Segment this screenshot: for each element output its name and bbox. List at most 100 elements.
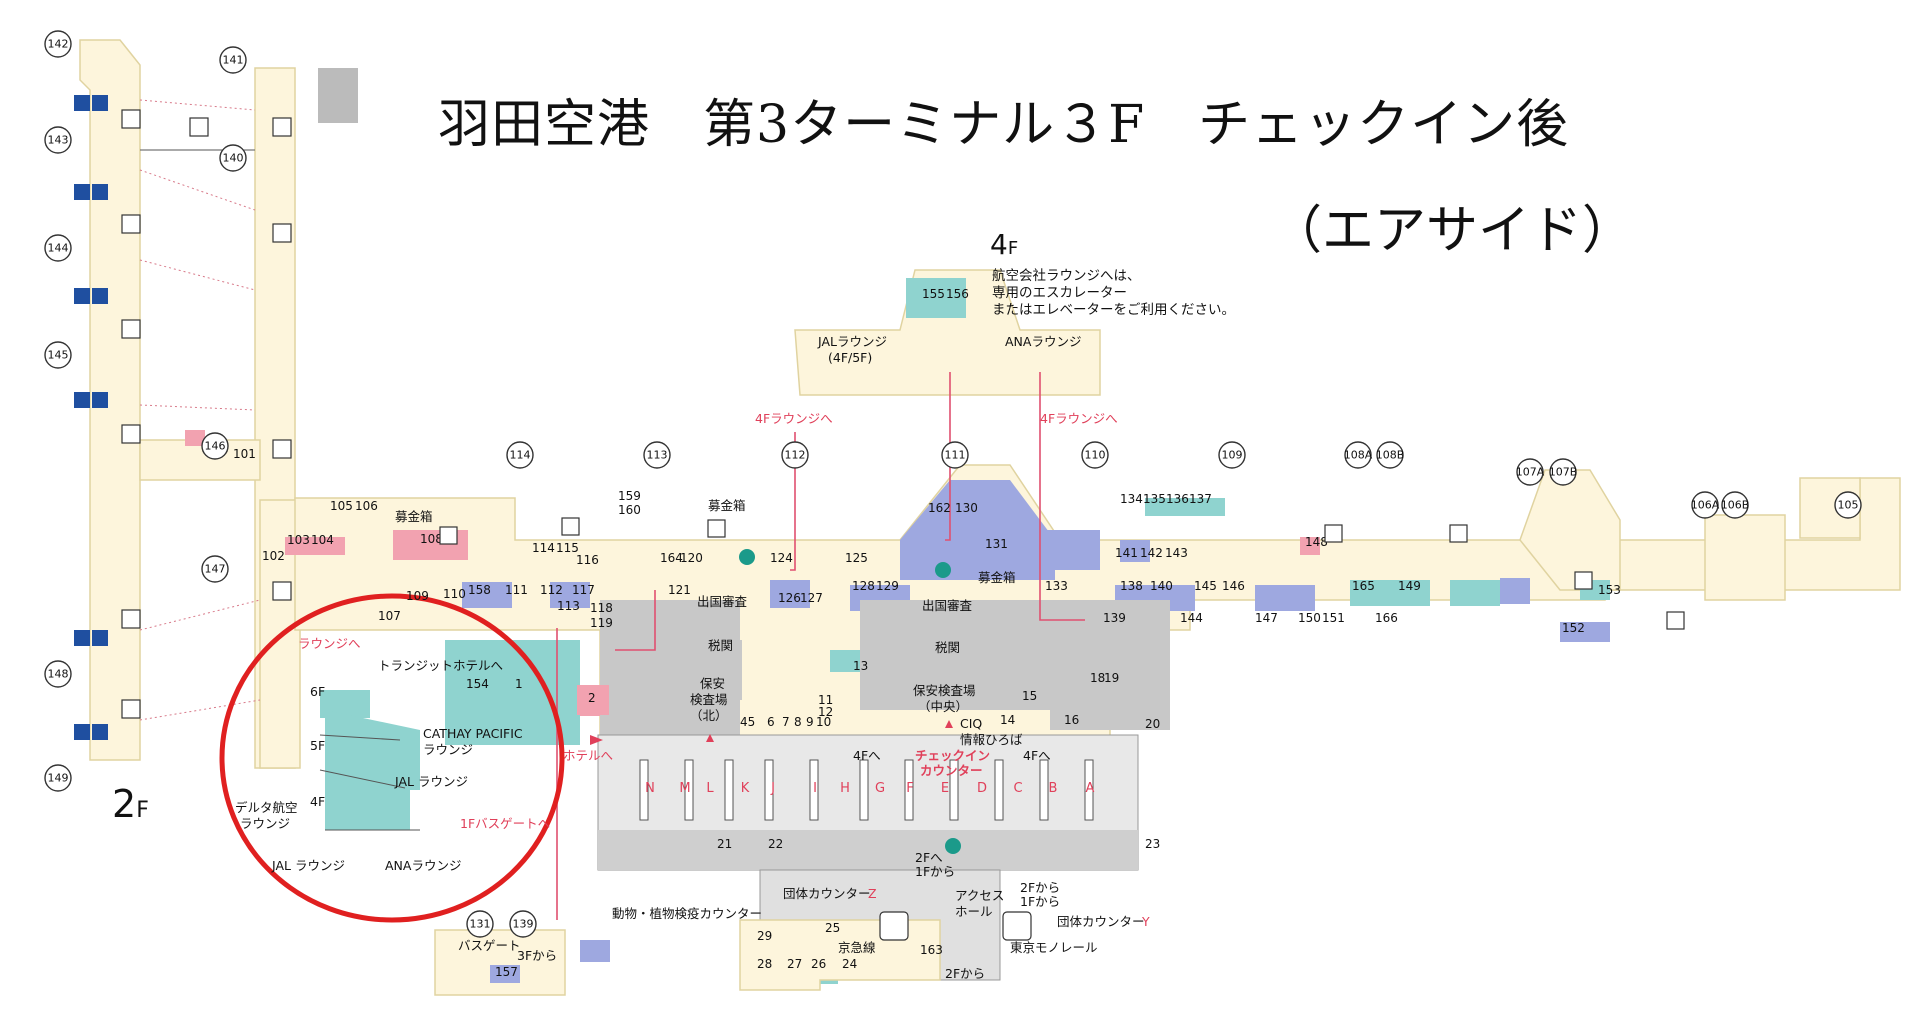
lounge-routes: [556, 372, 1085, 920]
shop-117: 117: [572, 583, 595, 597]
counter-f: F: [906, 781, 913, 796]
shop-22: 22: [768, 837, 783, 851]
shop-121: 121: [668, 583, 691, 597]
counter-j: J: [770, 781, 775, 796]
lift-icon: [707, 519, 726, 538]
security-central-label: 保安検査場: [913, 683, 976, 698]
quarantine-counter: 動物・植物検疫カウンター: [612, 906, 762, 921]
shop-13: 13: [853, 659, 868, 673]
jal-lounge-5f: JAL ラウンジ: [394, 774, 468, 789]
to-2f-label: 2Fへ: [915, 850, 943, 865]
svg-text:108B: 108B: [1376, 449, 1405, 462]
shop-135: 135: [1143, 492, 1166, 506]
shop-numbers: 101 102 103 104 105 106 107 108 109 110 …: [233, 287, 1621, 979]
svg-text:147: 147: [205, 563, 226, 576]
gate-107b: 107B: [1549, 458, 1577, 486]
shop-2: 2: [588, 691, 596, 705]
shop-16: 16: [1064, 713, 1079, 727]
shop-152: 152: [1562, 621, 1585, 635]
shop-24: 24: [842, 957, 857, 971]
counter-h: H: [840, 781, 850, 796]
lift-icon: [1666, 611, 1685, 630]
shop-7: 7: [782, 715, 790, 729]
lift-icon: [1324, 524, 1343, 543]
svg-text:108A: 108A: [1344, 449, 1373, 462]
svg-text:148: 148: [48, 668, 69, 681]
shop-102: 102: [262, 549, 285, 563]
counter-b: B: [1049, 781, 1058, 796]
shop-114: 114: [532, 541, 555, 555]
group-counter-y: 団体カウンター: [1057, 914, 1145, 929]
gate-114: 114: [506, 441, 534, 469]
shop-124: 124: [770, 551, 793, 565]
counter-c: C: [1013, 781, 1022, 796]
lounge-inset: [219, 593, 565, 923]
svg-text:110: 110: [1085, 449, 1106, 462]
gate-106b: 106B: [1721, 491, 1749, 519]
svg-text:111: 111: [945, 449, 966, 462]
delta-lounge: ラウンジ: [240, 816, 290, 831]
shop-147: 147: [1255, 611, 1278, 625]
shop-155: 155: [922, 287, 945, 301]
gate-147: 147: [201, 555, 229, 583]
gate-106a: 106A: [1691, 491, 1720, 519]
gate-143: 143: [44, 126, 72, 154]
shop-129: 129: [876, 579, 899, 593]
security-north-label: （北）: [690, 708, 728, 723]
access-hall: アクセス: [955, 888, 1004, 903]
departure-immigration-central: 出国審査: [922, 598, 973, 613]
shop-15: 15: [1022, 689, 1037, 703]
shop-131: 131: [985, 537, 1008, 551]
group-counter-z: 団体カウンター: [783, 886, 871, 901]
shop-104: 104: [311, 533, 334, 547]
shop-141: 141: [1115, 546, 1138, 560]
counter-n: N: [645, 781, 655, 796]
shop-153: 153: [1598, 583, 1621, 597]
to-4f-lounge-label: 4Fラウンジへ: [755, 411, 833, 426]
svg-text:146: 146: [205, 440, 226, 453]
shop-115: 115: [556, 541, 579, 555]
shop-20: 20: [1145, 717, 1160, 731]
gate-108a: 108A: [1344, 441, 1373, 469]
page-title: 羽田空港 第3ターミナル３F チェックイン後: [438, 95, 1570, 155]
shop-166: 166: [1375, 611, 1398, 625]
shop-156: 156: [946, 287, 969, 301]
shop-150: 150: [1298, 611, 1321, 625]
shop-103: 103: [287, 533, 310, 547]
gate-148: 148: [44, 660, 72, 688]
checkin-counter-label: カウンター: [920, 763, 983, 778]
shop-159: 159: [618, 489, 641, 503]
counter-k: K: [741, 781, 750, 796]
security-north-label: 保安: [700, 676, 725, 691]
gate-111: 111: [941, 441, 969, 469]
counter-e: E: [941, 781, 949, 796]
shop-120: 120: [680, 551, 703, 565]
svg-text:139: 139: [513, 918, 534, 931]
to-hotel-label: ホテルへ: [563, 748, 613, 763]
security-central-label: （中央）: [918, 699, 968, 714]
donation-box-label: 募金箱: [978, 570, 1016, 585]
shop-110: 110: [443, 587, 466, 601]
to-4f-lounge-label: 4Fラウンジへ: [1040, 411, 1118, 426]
shop-101: 101: [233, 447, 256, 461]
svg-text:106A: 106A: [1691, 499, 1720, 512]
page-subtitle: （エアサイド）: [1270, 201, 1635, 261]
shop-108: 108: [420, 532, 443, 546]
shop-10: 10: [816, 715, 831, 729]
lounge-access-note: 航空会社ラウンジへは、 専用のエスカレーター またはエレベーターをご利用ください…: [992, 268, 1235, 318]
floor-6f: 6F: [310, 684, 325, 699]
to-1f-bus-gate-label: 1Fバスゲートへ: [460, 816, 550, 831]
ciq-marker-icon: [945, 720, 953, 728]
svg-text:113: 113: [647, 449, 668, 462]
counter-a: A: [1086, 781, 1095, 796]
shop-134: 134: [1120, 492, 1143, 506]
facility-icons: [439, 517, 1685, 941]
counter-g: G: [875, 781, 885, 796]
shop-145: 145: [1194, 579, 1217, 593]
svg-text:143: 143: [48, 134, 69, 147]
svg-text:141: 141: [223, 54, 244, 67]
ciq-label: CIQ: [960, 716, 982, 731]
gate-141: 141: [219, 46, 247, 74]
shop-9: 9: [806, 715, 814, 729]
